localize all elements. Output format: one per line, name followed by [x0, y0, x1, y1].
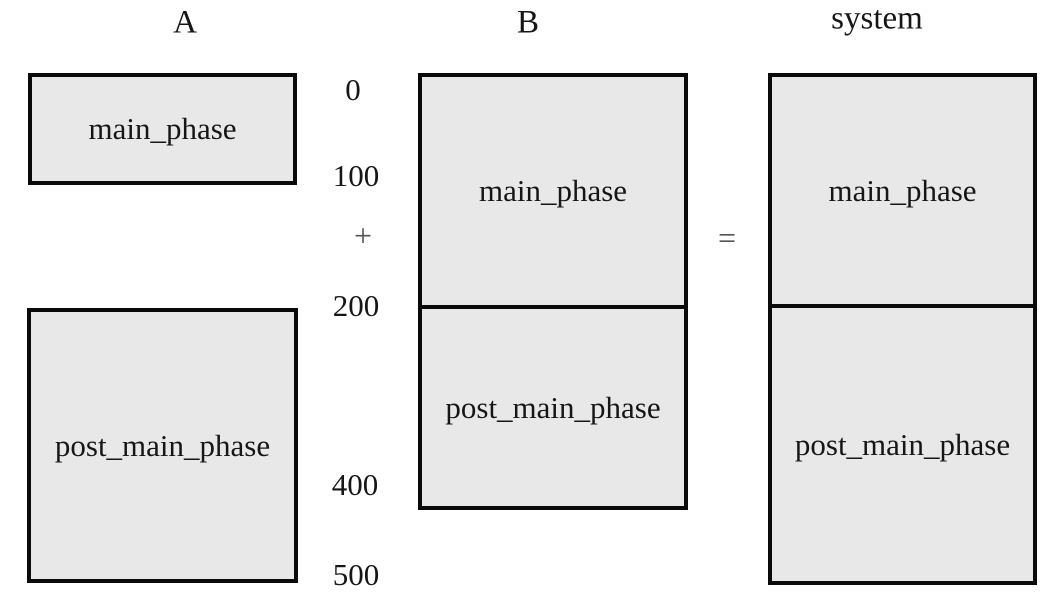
plus-operator: +	[353, 217, 373, 254]
column-b-header: B	[516, 4, 540, 41]
column-b-main-phase-section: main_phase	[422, 77, 684, 309]
axis-tick-400: 400	[331, 467, 379, 502]
column-a-header: A	[173, 4, 197, 41]
axis-tick-500: 500	[332, 557, 380, 592]
column-b-stacked-box: main_phase post_main_phase	[418, 73, 688, 510]
column-system-main-phase-section: main_phase	[772, 77, 1033, 308]
column-b-main-phase-label: main_phase	[478, 173, 628, 208]
column-a-post-main-phase-box: post_main_phase	[27, 308, 298, 583]
equals-operator: =	[717, 219, 737, 256]
column-a-post-main-phase-label: post_main_phase	[54, 427, 271, 463]
column-system-post-main-phase-label: post_main_phase	[794, 426, 1011, 462]
column-system-header: system	[831, 0, 923, 37]
column-system-stacked-box: main_phase post_main_phase	[768, 73, 1037, 585]
column-system-main-phase-label: main_phase	[828, 172, 977, 208]
axis-tick-200: 200	[332, 288, 380, 323]
column-system-post-main-phase-section: post_main_phase	[772, 308, 1033, 581]
column-b-post-main-phase-label: post_main_phase	[445, 389, 661, 425]
column-a-main-phase-box: main_phase	[28, 73, 297, 185]
column-b-post-main-phase-section: post_main_phase	[422, 309, 684, 506]
axis-tick-0: 0	[345, 72, 361, 107]
axis-tick-100: 100	[332, 158, 380, 193]
column-a-main-phase-label: main_phase	[88, 111, 237, 146]
